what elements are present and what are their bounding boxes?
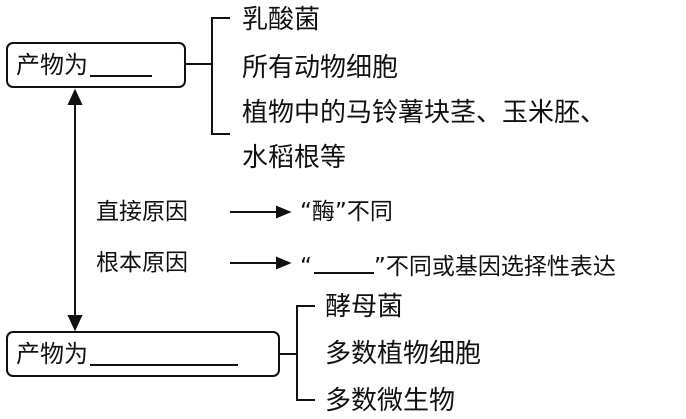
top-product-label: 产物为 (16, 51, 88, 79)
root-cause-label: 根本原因 (96, 250, 188, 276)
root-cause-result: “ ”不同或基因选择性表达 (300, 252, 616, 279)
bottom-item-3: 多数微生物 (325, 386, 456, 416)
top-item-4: 水稻根等 (242, 143, 347, 173)
bottom-product-label: 产物为 (16, 340, 88, 368)
direct-cause-label: 直接原因 (96, 199, 188, 225)
top-product-box: 产物为 (6, 42, 186, 88)
direct-cause-result: “酶”不同 (300, 199, 393, 225)
root-cause-blank (313, 252, 374, 274)
top-product-blank (90, 53, 152, 77)
bottom-product-box: 产物为 (6, 331, 280, 377)
bottom-item-2: 多数植物细胞 (325, 339, 482, 369)
bottom-product-blank (90, 342, 238, 366)
top-item-1: 乳酸菌 (242, 5, 321, 35)
top-bracket (211, 17, 230, 135)
bottom-bracket (296, 305, 315, 401)
root-cause-result-text: ”不同或基因选择性表达 (373, 254, 616, 280)
double-arrow-head-bottom (67, 315, 83, 332)
root-cause-arrowhead (276, 256, 292, 270)
top-item-3: 植物中的马铃薯块茎、玉米胚、 (242, 98, 607, 128)
double-arrow-head-top (67, 88, 83, 105)
bottom-item-1: 酵母菌 (325, 292, 404, 322)
direct-cause-arrowhead (276, 205, 292, 219)
top-item-2: 所有动物细胞 (242, 53, 399, 83)
root-cause-open-quote: “ (300, 254, 312, 280)
